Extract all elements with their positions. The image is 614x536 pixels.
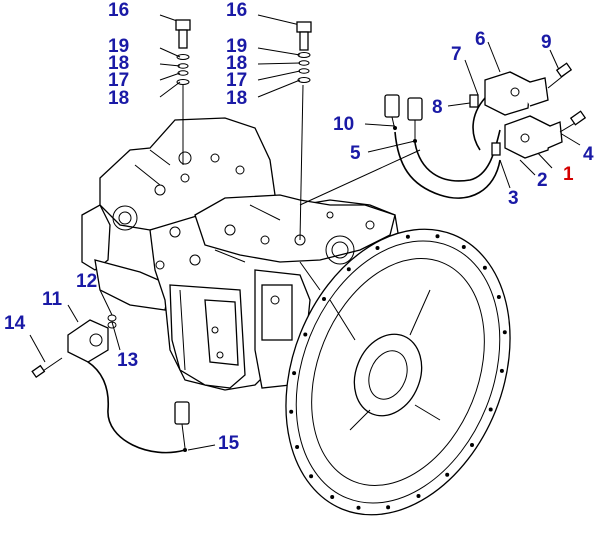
callout-1: 1 bbox=[563, 164, 574, 185]
callout-7: 7 bbox=[451, 44, 462, 65]
rim-bolt-dot bbox=[488, 407, 493, 412]
callout-18-right-upper: 18 bbox=[226, 53, 247, 74]
flywheel-housing bbox=[285, 228, 511, 516]
rim-bolt-dot bbox=[499, 368, 504, 373]
callout-17-left: 17 bbox=[108, 70, 129, 91]
rim-bolt-dot bbox=[445, 472, 450, 477]
pump-body bbox=[81, 117, 401, 391]
callout-12: 12 bbox=[76, 271, 97, 292]
rim-bolt-dot bbox=[303, 332, 308, 337]
callout-9: 9 bbox=[541, 32, 552, 53]
rim-bolt-dot bbox=[496, 295, 501, 299]
rim-bolt-dot bbox=[289, 409, 294, 414]
callout-18-left-lower: 18 bbox=[108, 88, 129, 109]
rim-bolt-dot bbox=[405, 234, 410, 239]
callout-16-right: 16 bbox=[226, 0, 247, 21]
rim-bolt-dot bbox=[322, 297, 326, 301]
rim-bolt-dot bbox=[470, 443, 474, 447]
callout-3: 3 bbox=[508, 188, 519, 209]
connector-15 bbox=[174, 401, 190, 452]
callout-13: 13 bbox=[117, 350, 138, 371]
rim-bolt-dot bbox=[346, 267, 351, 272]
leader-lines bbox=[29, 14, 581, 451]
rim-bolt-dot bbox=[416, 494, 421, 498]
rim-bolt-dot bbox=[295, 445, 300, 449]
rim-bolt-dot bbox=[502, 330, 507, 335]
rim-bolt-dot bbox=[292, 371, 297, 376]
callout-18-right-lower: 18 bbox=[226, 88, 247, 109]
callout-15: 15 bbox=[218, 433, 240, 454]
callout-labels: 16 19 18 17 18 16 19 18 17 18 7 6 9 8 10… bbox=[4, 0, 594, 454]
sensor-11 bbox=[31, 314, 186, 454]
callout-19-right: 19 bbox=[226, 36, 247, 57]
callout-5: 5 bbox=[350, 143, 361, 164]
callout-11: 11 bbox=[42, 289, 63, 310]
rim-bolt-dot bbox=[330, 495, 335, 499]
callout-10: 10 bbox=[333, 114, 354, 135]
rim-bolt-dot bbox=[356, 505, 361, 510]
rim-bolt-dot bbox=[375, 246, 380, 250]
callout-18-left-upper: 18 bbox=[108, 53, 129, 74]
rim-bolt-dot bbox=[309, 474, 314, 479]
rim-bolt-dot bbox=[482, 265, 487, 270]
rim-bolt-dot bbox=[435, 234, 440, 239]
callout-8: 8 bbox=[432, 97, 443, 118]
callout-2: 2 bbox=[537, 170, 548, 191]
solenoid-2 bbox=[491, 110, 587, 159]
solenoid-6 bbox=[469, 62, 573, 151]
callout-6: 6 bbox=[475, 29, 486, 50]
callout-4: 4 bbox=[583, 144, 594, 165]
callout-16-left: 16 bbox=[108, 0, 129, 21]
callout-17-right: 17 bbox=[226, 70, 247, 91]
callout-19-left: 19 bbox=[108, 36, 129, 57]
callout-14: 14 bbox=[4, 313, 26, 334]
rim-bolt-dot bbox=[386, 505, 391, 510]
bolt-16-left bbox=[175, 19, 191, 85]
rim-bolt-dot bbox=[461, 245, 466, 249]
bolt-16-right bbox=[296, 21, 312, 83]
